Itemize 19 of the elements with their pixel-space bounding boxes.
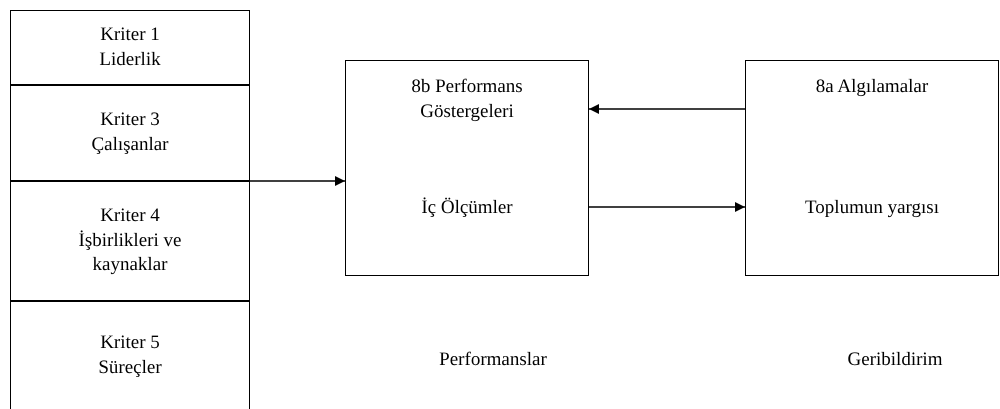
- node-text: Kriter 4 İşbirlikleri ve kaynaklar: [78, 204, 182, 278]
- node-text: 8a Algılamalar: [814, 75, 930, 99]
- criterion-box: [745, 60, 999, 276]
- criterion-cell: [10, 181, 250, 301]
- arrow: [589, 104, 745, 114]
- node-text: 8b Performans Göstergeleri: [410, 75, 524, 124]
- node-text: Kriter 5 Süreçler: [97, 330, 163, 380]
- node-text: Toplumun yargısı: [804, 196, 940, 220]
- node-label: Performanslar: [438, 348, 548, 372]
- criterion-cell: [10, 301, 250, 409]
- node-text: Kriter 3 Çalışanlar: [90, 108, 170, 157]
- node-text: Kriter 1 Liderlik: [98, 22, 162, 72]
- node-label: Geribildirim: [846, 348, 944, 372]
- arrow: [589, 202, 745, 212]
- criterion-cell: [10, 85, 250, 181]
- criterion-box: [345, 60, 589, 276]
- node-text: İç Ölçümler: [420, 196, 514, 220]
- arrow: [250, 176, 345, 186]
- criterion-cell: [10, 10, 250, 85]
